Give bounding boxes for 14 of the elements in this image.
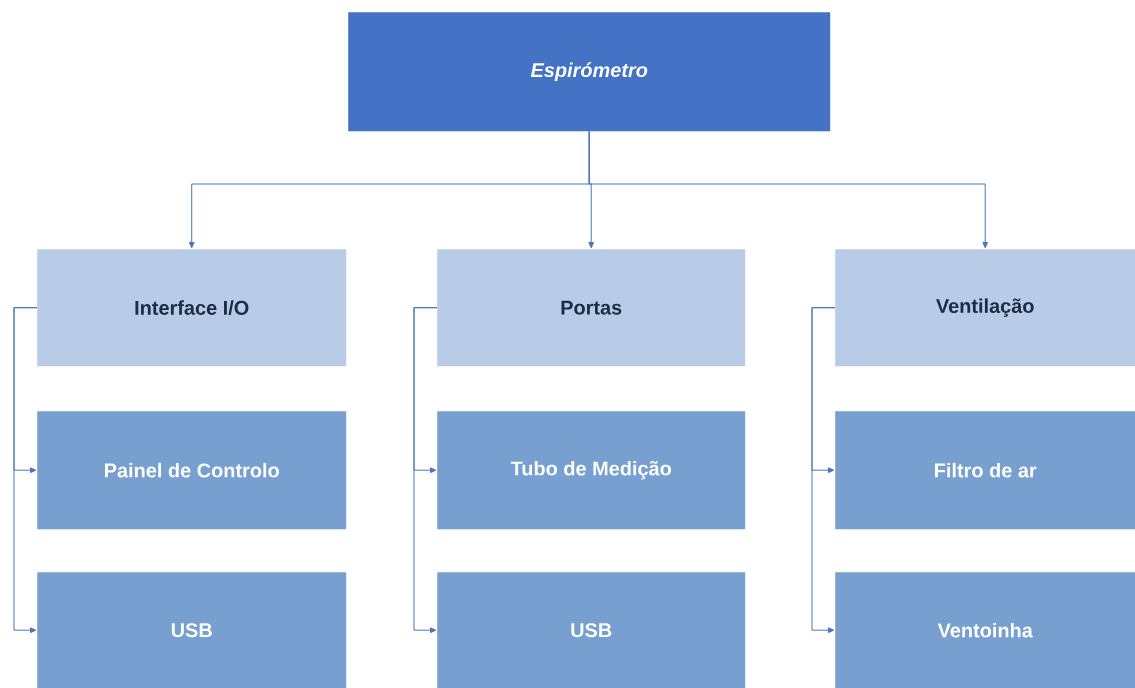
item-box: USB bbox=[437, 572, 746, 688]
arrow bbox=[588, 130, 989, 249]
arrow bbox=[413, 307, 438, 634]
item-box: Filtro de ar bbox=[835, 411, 1135, 530]
category-box: Portas bbox=[437, 249, 746, 367]
item-box: Tubo de Medição bbox=[437, 411, 746, 530]
arrow bbox=[811, 307, 836, 634]
item-box: Painel de Controlo bbox=[37, 411, 347, 530]
item-box: USB bbox=[37, 572, 347, 688]
category-box: Ventilação bbox=[835, 249, 1135, 367]
arrow bbox=[13, 307, 38, 634]
category-box: Interface I/O bbox=[37, 249, 347, 367]
root-box: Espirómetro bbox=[348, 12, 831, 132]
item-box: Ventoinha bbox=[835, 572, 1135, 688]
